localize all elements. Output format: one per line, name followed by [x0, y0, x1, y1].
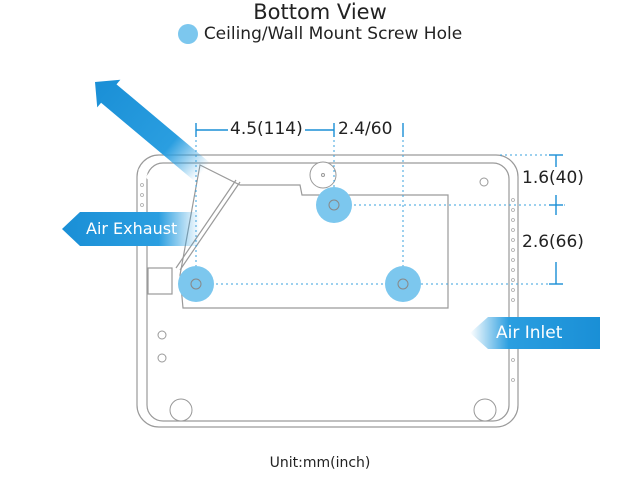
screw-hole: [316, 187, 352, 223]
dimension-horizontal-1: 4.5(114): [228, 119, 305, 139]
legend-label: Ceiling/Wall Mount Screw Hole: [203, 24, 463, 44]
air-exhaust-diagonal-arrow: [95, 79, 210, 182]
dimension-vertical-1: 1.6(40): [520, 168, 586, 188]
air-inlet-arrow: [470, 317, 600, 349]
legend: Ceiling/Wall Mount Screw Hole: [0, 24, 640, 44]
air-exhaust-left-label: Air Exhaust: [86, 219, 178, 238]
unit-note: Unit:mm(inch): [269, 455, 371, 471]
dimension-horizontal-2: 2.4/60: [336, 119, 395, 139]
dimension-guides: [195, 125, 565, 285]
screw-hole: [385, 266, 421, 302]
dimension-lines: [195, 123, 563, 285]
dimension-vertical-2: 2.6(66): [520, 232, 586, 252]
air-inlet-label: Air Inlet: [496, 323, 563, 343]
air-exhaust-left-arrow: [62, 212, 200, 246]
diagram-title: Bottom View: [253, 0, 387, 24]
screw-hole: [178, 266, 214, 302]
feet: [157, 161, 497, 422]
screw-holes: [178, 187, 421, 302]
screw-hole-legend-icon: [177, 24, 198, 44]
